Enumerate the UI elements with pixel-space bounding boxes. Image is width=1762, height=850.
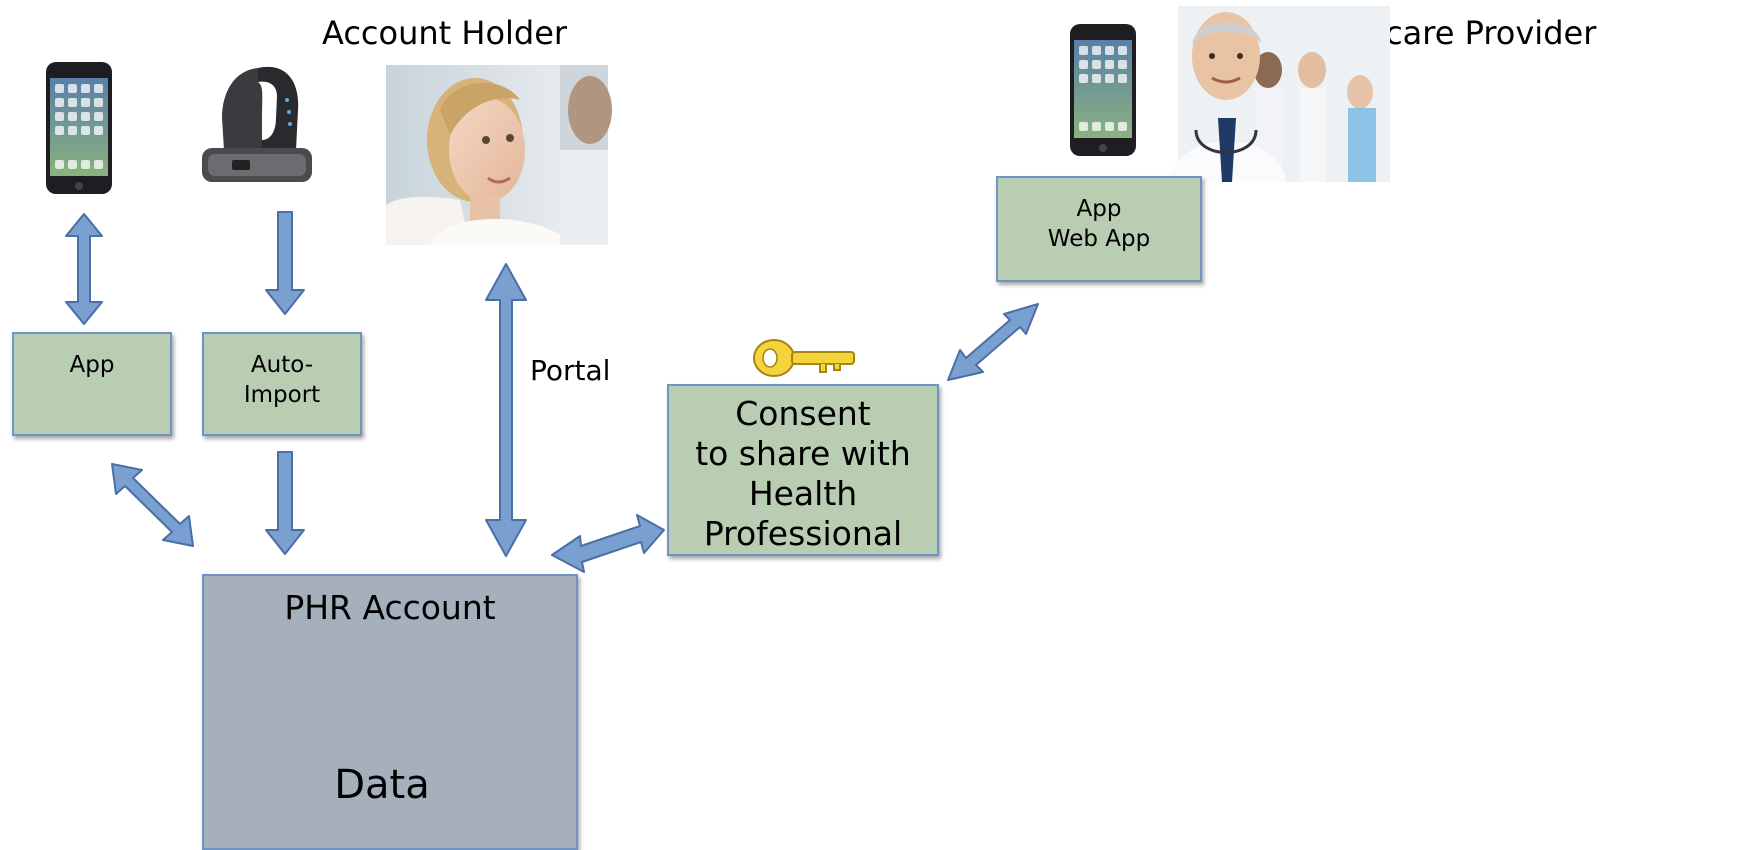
- app-box: App: [12, 332, 172, 436]
- consent-label-line-1: Consent: [735, 394, 871, 433]
- consent-label-line-4: Professional: [703, 514, 903, 553]
- patient-photo: [386, 65, 612, 245]
- app-phr-double-arrow: [111, 463, 194, 547]
- database-label: Data: [334, 762, 430, 808]
- provider-app-label-line-2: Web App: [1047, 226, 1151, 252]
- consent-box: Consent to share with Health Professiona…: [667, 384, 939, 556]
- smartphone-icon: [46, 62, 112, 194]
- autoimport-to-phr-arrow: [265, 451, 305, 555]
- phr-consent-double-arrow: [551, 514, 665, 573]
- app-phone-double-arrow: [65, 213, 103, 325]
- consent-provider-double-arrow: [947, 303, 1039, 381]
- account-holder-heading: Account Holder: [322, 14, 568, 52]
- auto-import-label-line-1: Auto-: [250, 352, 314, 378]
- phr-account-title: PHR Account: [284, 588, 496, 627]
- band-to-autoimport-arrow: [265, 211, 305, 315]
- doctor-team-photo: [1148, 6, 1390, 182]
- consent-label-line-2: to share with: [695, 434, 911, 473]
- auto-import-label-line-2: Import: [243, 382, 321, 408]
- phr-account-box: PHR Account: [202, 574, 578, 850]
- database-label-wrap: Data: [304, 724, 460, 844]
- portal-double-arrow: [485, 263, 527, 557]
- provider-app-box: App Web App: [996, 176, 1202, 282]
- app-box-label: App: [69, 352, 115, 378]
- portal-label: Portal: [530, 354, 611, 387]
- key-icon: [753, 339, 855, 377]
- fitness-band-icon: [202, 66, 312, 182]
- provider-smartphone-icon: [1070, 24, 1136, 156]
- auto-import-box: Auto- Import: [202, 332, 362, 436]
- provider-app-label-line-1: App: [1076, 196, 1122, 222]
- consent-label-line-3: Health: [748, 474, 858, 513]
